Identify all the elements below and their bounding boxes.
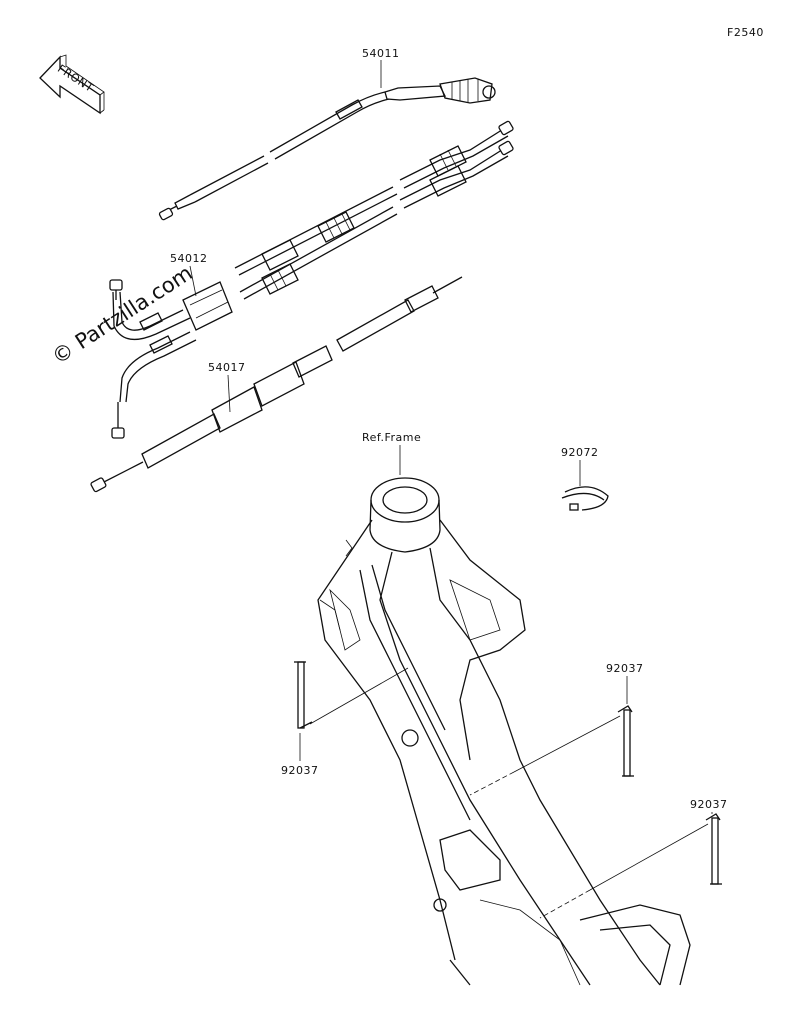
part-label-54017: 54017	[208, 361, 246, 374]
cable-54012[interactable]: 54012	[109, 120, 514, 439]
cable-54017[interactable]: 54017	[90, 276, 463, 493]
clamp-92072[interactable]: 92072	[561, 446, 609, 511]
band-92037-mid[interactable]: 92037	[469, 662, 644, 796]
front-arrow-icon: FRONT	[39, 54, 105, 115]
reference-frame: Ref.Frame	[317, 431, 691, 986]
cable-54011[interactable]: 54011	[158, 47, 496, 221]
band-92037-right[interactable]: 92037	[539, 798, 728, 919]
part-label-92072: 92072	[561, 446, 599, 459]
ref-frame-label: Ref.Frame	[362, 431, 421, 444]
part-label-92037-mid: 92037	[606, 662, 644, 675]
band-92037-left[interactable]: 92037	[281, 661, 409, 777]
part-label-54011: 54011	[362, 47, 400, 60]
part-label-54012: 54012	[170, 252, 208, 265]
figure-code: F2540	[727, 26, 764, 39]
part-label-92037-right: 92037	[690, 798, 728, 811]
part-label-92037-left: 92037	[281, 764, 319, 777]
front-arrow-label: FRONT	[55, 62, 96, 95]
